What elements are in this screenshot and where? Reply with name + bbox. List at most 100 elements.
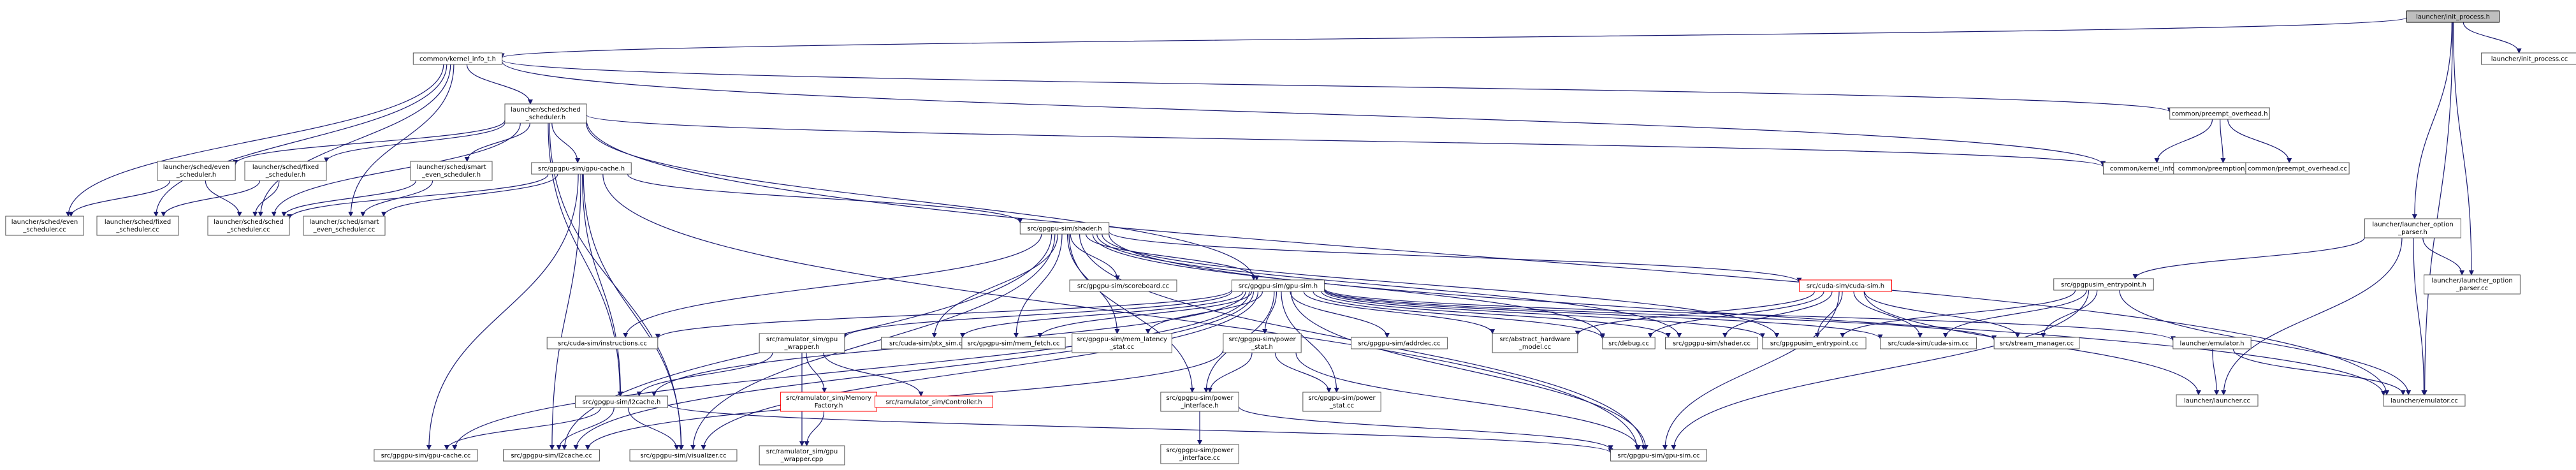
graph-node[interactable]: src/gpgpu-sim/l2cache.cc	[503, 449, 600, 462]
dependency-edge	[464, 122, 530, 162]
dependency-edge	[667, 404, 1613, 454]
dependency-edge	[2453, 22, 2474, 275]
node-label: launcher/sched/sched	[511, 106, 581, 114]
dependency-edge	[586, 119, 2389, 395]
graph-node[interactable]: common/kernel_info_t.h	[412, 52, 503, 65]
graph-node[interactable]: common/preempt_overhead.cc	[2245, 162, 2350, 175]
dependency-edge	[573, 291, 1255, 450]
node-box	[504, 103, 587, 124]
graph-node[interactable]: src/gpgpu-sim/power_stat.cc	[1302, 392, 1381, 412]
graph-node[interactable]: src/gpgpu-sim/gpu-sim.cc	[1610, 449, 1707, 462]
dependency-edge	[586, 114, 2106, 168]
graph-node[interactable]: src/gpgpu-sim/gpu-sim.h	[1231, 279, 1325, 292]
graph-node[interactable]: src/ramulator_sim/gpu_wrapper.cpp	[759, 445, 845, 466]
graph-node[interactable]: launcher/sched/fixed_scheduler.h	[244, 161, 327, 181]
node-label: Factory.h	[815, 402, 843, 409]
dependency-edge	[502, 59, 2172, 113]
node-label: launcher/init_process.h	[2416, 14, 2490, 21]
dependency-edge	[161, 180, 261, 217]
graph-node[interactable]: src/gpgpu-sim/gpu-cache.cc	[374, 449, 478, 462]
graph-node[interactable]: common/preempt_overhead.h	[2169, 107, 2270, 120]
graph-node[interactable]: src/cuda-sim/instructions.cc	[546, 337, 659, 349]
dependency-edge	[1295, 352, 1641, 450]
dependency-edge	[452, 291, 1250, 450]
graph-node[interactable]: launcher/launcher_option_parser.h	[2364, 218, 2461, 239]
node-box	[1160, 444, 1239, 464]
dependency-edge	[1274, 352, 1332, 393]
node-label: _scheduler.h	[525, 114, 566, 121]
graph-node[interactable]: src/gpgpu-sim/scoreboard.cc	[1069, 279, 1177, 292]
node-label: src/gpgpu-sim/visualizer.cc	[640, 453, 726, 460]
graph-node[interactable]: launcher/init_process.cc	[2481, 52, 2576, 65]
dependency-edge	[2119, 290, 2412, 395]
node-box	[1351, 337, 1448, 349]
graph-node[interactable]: launcher/emulator.cc	[2383, 394, 2466, 407]
dependency-edge	[1207, 352, 1253, 393]
dependency-edge	[1814, 291, 1843, 338]
node-label: src/gpgpu-sim/power	[1166, 395, 1233, 402]
dependency-edge	[623, 233, 1042, 338]
node-box	[2176, 394, 2259, 407]
graph-node[interactable]: src/gpgpu-sim/visualizer.cc	[629, 449, 738, 462]
node-label: src/gpgpu-sim/power	[1308, 395, 1376, 402]
graph-node[interactable]: src/debug.cc	[1602, 337, 1655, 349]
graph-node[interactable]: src/gpgpu-sim/power_interface.cc	[1160, 444, 1239, 464]
graph-node[interactable]: src/gpgpu-sim/shader.h	[1019, 222, 1110, 235]
node-label: src/abstract_hardware	[1499, 336, 1570, 343]
node-label: common/preempt_overhead.cc	[2248, 166, 2347, 173]
dependency-edge	[1321, 291, 1671, 338]
graph-node[interactable]: src/gpgpusim_entrypoint.cc	[1762, 337, 1867, 349]
graph-node[interactable]: src/gpgpu-sim/l2cache.h	[574, 395, 669, 408]
graph-node[interactable]: src/gpgpu-sim/mem_latency_stat.cc	[1072, 333, 1172, 353]
graph-node[interactable]: launcher/launcher.cc	[2176, 394, 2259, 407]
graph-node[interactable]: src/gpgpu-sim/gpu-cache.h	[531, 162, 632, 175]
graph-node[interactable]: src/ramulator_sim/Controller.h	[875, 395, 993, 408]
graph-node[interactable]: src/gpgpu-sim/addrdec.cc	[1351, 337, 1448, 349]
graph-node[interactable]: src/gpgpusim_entrypoint.h	[2053, 278, 2154, 291]
dependency-edge	[1068, 233, 1195, 393]
graph-node[interactable]: src/cuda-sim/ptx_sim.cc	[880, 337, 975, 349]
graph-node[interactable]: launcher/sched/sched_scheduler.cc	[207, 216, 290, 236]
dependency-edge	[1864, 291, 2020, 338]
graph-node[interactable]: src/gpgpu-sim/shader.cc	[1664, 337, 1759, 349]
graph-node[interactable]: launcher/sched/sched_scheduler.h	[504, 103, 587, 124]
graph-node[interactable]: src/cuda-sim/cuda-sim.cc	[1880, 337, 1977, 349]
graph-node[interactable]: launcher/launcher_option_parser.cc	[2424, 274, 2521, 295]
graph-node[interactable]: launcher/emulator.h	[2172, 337, 2252, 349]
node-label: src/gpgpu-sim/gpu-cache.cc	[381, 453, 471, 460]
node-label: common/preempt_overhead.h	[2171, 111, 2267, 118]
graph-node[interactable]: src/gpgpu-sim/power_interface.h	[1160, 392, 1239, 412]
graph-node[interactable]: src/ramulator_sim/gpu_wrapper.h	[759, 333, 845, 353]
node-label: src/gpgpu-sim/l2cache.cc	[511, 453, 592, 460]
graph-nodes: launcher/init_process.h launcher/init_pro…	[5, 10, 2576, 466]
node-box	[157, 161, 236, 181]
dependency-edge	[324, 122, 506, 163]
graph-node[interactable]: src/gpgpu-sim/mem_fetch.cc	[961, 337, 1066, 349]
node-label: src/ramulator_sim/gpu	[766, 336, 838, 343]
dependency-edge	[841, 291, 1233, 339]
node-label: src/ramulator_sim/gpu	[766, 448, 838, 455]
node-label: src/gpgpu-sim/power	[1228, 336, 1296, 343]
node-label: src/debug.cc	[1608, 341, 1649, 348]
node-box	[1223, 333, 1302, 353]
graph-node[interactable]: launcher/sched/even_scheduler.cc	[5, 216, 84, 236]
node-box	[2172, 337, 2252, 349]
graph-node[interactable]: src/stream_manager.cc	[1993, 337, 2080, 349]
dependency-edge	[2132, 237, 2366, 279]
node-label: src/gpgpu-sim/shader.h	[1027, 226, 1102, 233]
dependency-edge	[500, 17, 2408, 59]
node-label: launcher/emulator.h	[2180, 341, 2245, 348]
graph-node[interactable]: launcher/sched/fixed_scheduler.cc	[96, 216, 179, 236]
dependency-edge	[1281, 291, 1339, 393]
graph-node[interactable]: launcher/sched/smart_even_scheduler.h	[410, 161, 493, 181]
graph-node[interactable]: src/cuda-sim/cuda-sim.h	[1798, 279, 1893, 292]
graph-node[interactable]: src/gpgpu-sim/power_stat.h	[1223, 333, 1302, 353]
node-box	[2364, 218, 2461, 239]
graph-node[interactable]: launcher/sched/even_scheduler.h	[157, 161, 236, 181]
node-label: _wrapper.cpp	[780, 456, 824, 463]
dependency-edge	[2041, 290, 2098, 338]
graph-node[interactable]: launcher/sched/smart_even_scheduler.cc	[303, 216, 386, 236]
graph-node[interactable]: src/abstract_hardware_model.cc	[1492, 333, 1578, 353]
node-label: src/gpgpu-sim/shader.cc	[1673, 341, 1750, 348]
